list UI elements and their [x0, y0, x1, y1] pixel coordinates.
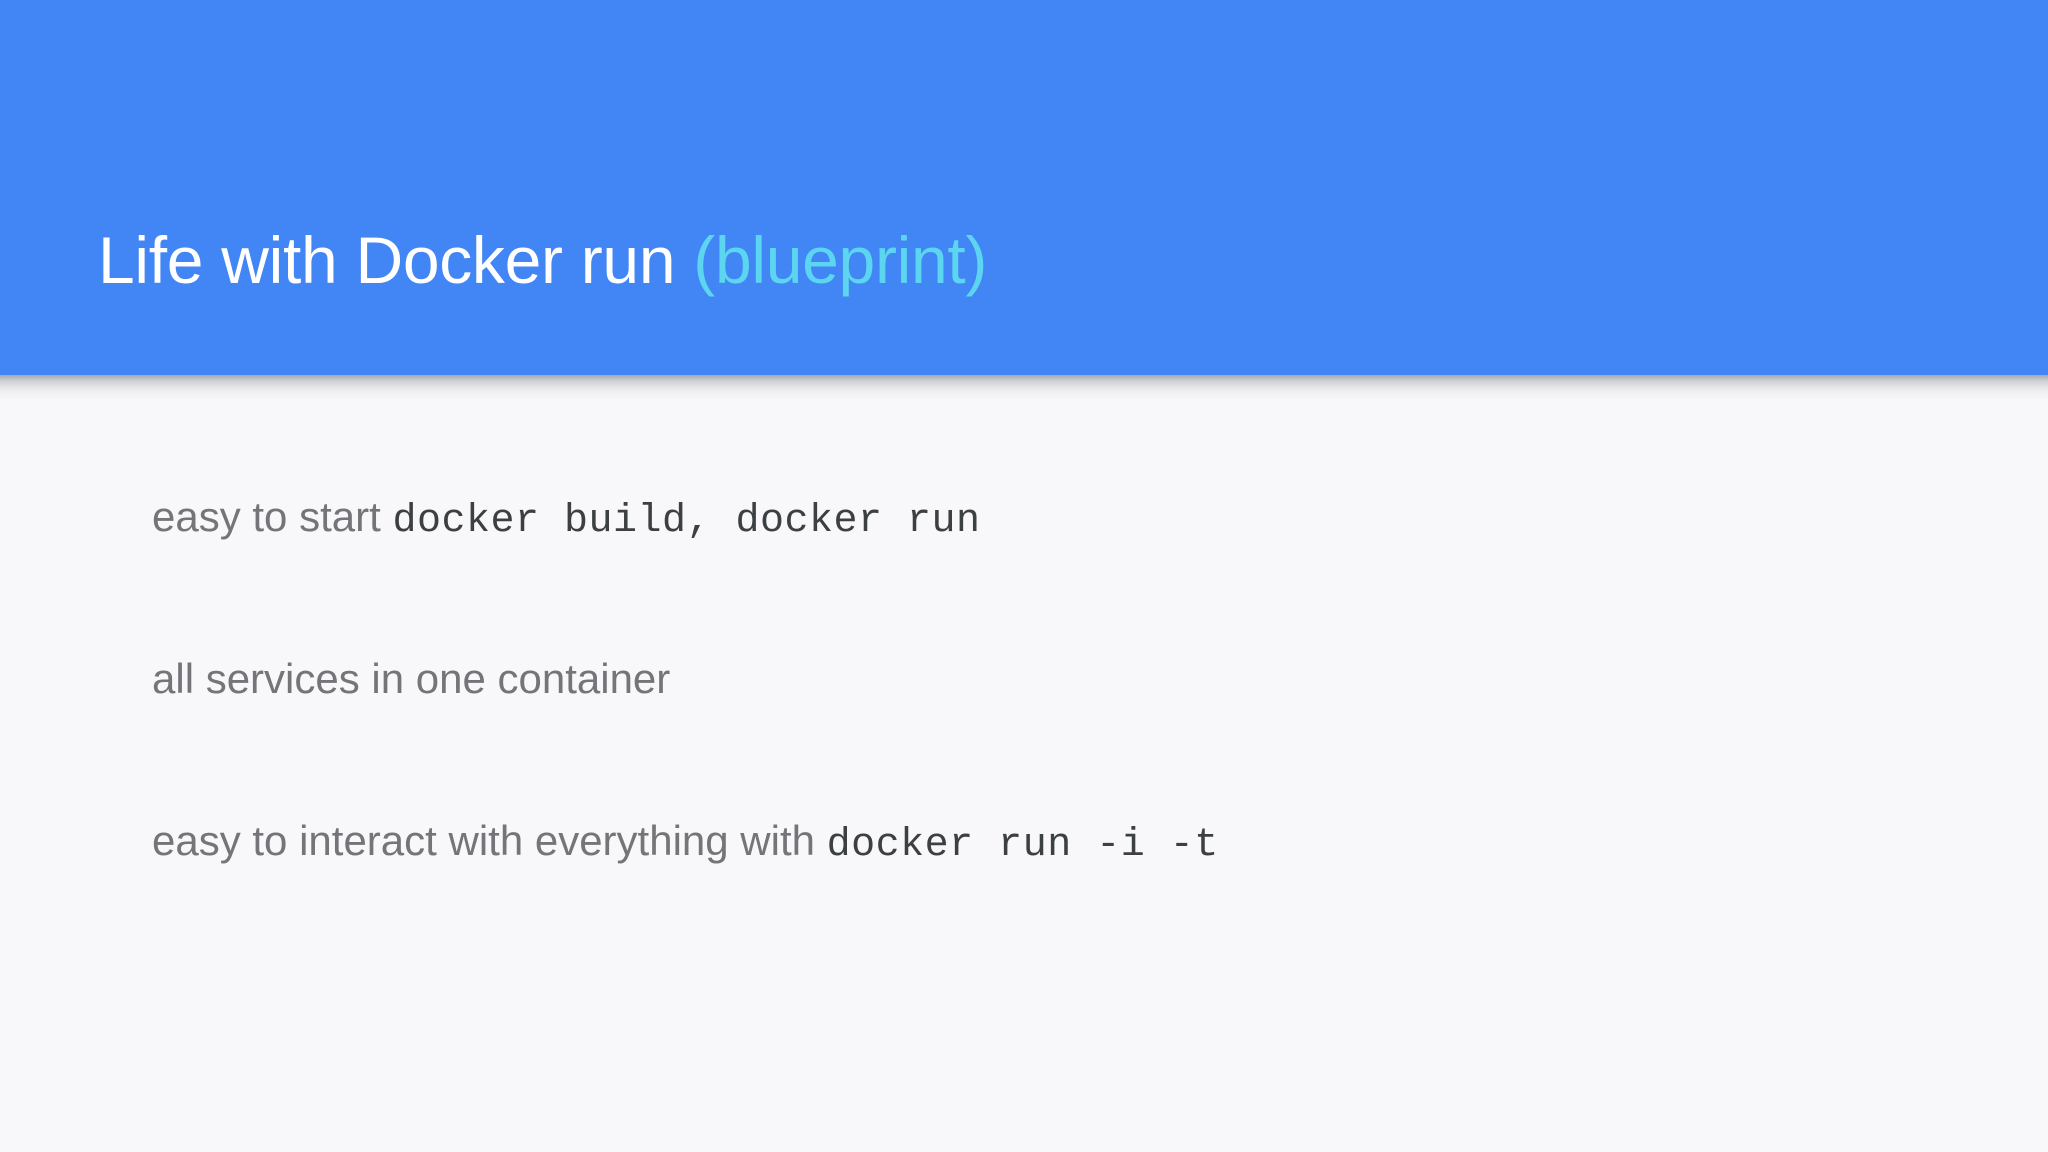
bullet-label: all services in one container: [152, 655, 671, 702]
page-title-main: Life with Docker run: [98, 223, 694, 298]
page-title-accent: (blueprint): [693, 223, 988, 298]
page-title: Life with Docker run (blueprint): [98, 224, 987, 297]
bullet-label: easy to interact with everything with: [152, 817, 827, 864]
bullet-code-snippet: docker run -i -t: [826, 823, 1219, 868]
slide-body: easy to start docker build, docker run a…: [0, 375, 2048, 1152]
bullet-list: easy to start docker build, docker run a…: [152, 493, 2048, 869]
slide-header-band: Life with Docker run (blueprint): [0, 0, 2048, 401]
bullet-label: easy to start: [152, 493, 393, 540]
bullet-code-snippet: docker build, docker run: [392, 499, 981, 544]
list-item: easy to interact with everything with do…: [152, 817, 2048, 869]
list-item: easy to start docker build, docker run: [152, 493, 2048, 545]
list-item: all services in one container: [152, 655, 2048, 707]
